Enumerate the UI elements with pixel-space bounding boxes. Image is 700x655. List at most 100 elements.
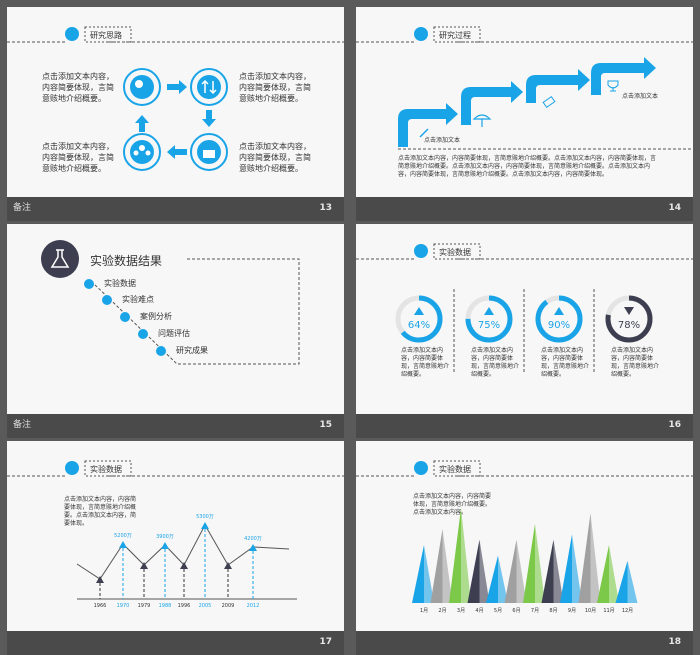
step-label: 点击添加文本 xyxy=(424,137,461,144)
slide-number: 14 xyxy=(668,203,681,213)
x-tick: 7月 xyxy=(531,608,539,614)
list-item: 案例分析 xyxy=(140,312,172,321)
marker xyxy=(224,562,232,569)
bar xyxy=(578,513,591,603)
text-block: 点击添加文本内容，内容简要体现，言简意赅地介绍概要。 xyxy=(42,72,114,103)
gauge-text: 点击添加文本内容，内容简要体现，言简意赅地介绍概要。 xyxy=(541,347,590,379)
triangle-up-icon xyxy=(554,307,564,315)
data-label: 5300万 xyxy=(196,514,214,520)
x-tick: 5月 xyxy=(494,608,502,614)
slide-number: 16 xyxy=(668,420,681,430)
step-label: 点击添加文本 xyxy=(622,93,659,100)
slide-title: 实验数据结果 xyxy=(90,254,163,268)
bar-shade xyxy=(590,513,601,603)
slide-number: 15 xyxy=(319,420,332,430)
arrow-down-icon xyxy=(202,110,216,127)
x-tick: 6月 xyxy=(512,608,520,614)
slide-number: 13 xyxy=(319,203,332,213)
bar-shade xyxy=(516,539,527,603)
bar xyxy=(541,539,554,603)
slide-footer: 备注 13 xyxy=(7,197,344,221)
x-tick: 8月 xyxy=(549,608,557,614)
bar xyxy=(523,523,535,603)
bar-shade xyxy=(609,544,619,603)
data-label: 4200万 xyxy=(244,536,262,542)
body-text: 点击添加文本内容，内容简要体现，言简意赅地介绍概要。点击添加文本内容，内容简要体… xyxy=(398,155,657,179)
trophy-icon xyxy=(607,80,619,92)
x-tick: 9月 xyxy=(568,608,576,614)
gauge-value: 78% xyxy=(618,320,640,331)
bar-shade xyxy=(461,508,471,603)
x-tick: 11月 xyxy=(603,608,614,614)
bar xyxy=(615,560,628,603)
gauge-text: 点击添加文本内容，内容简要体现，言简意赅地介绍概要。 xyxy=(611,347,660,379)
slide-13[interactable]: 研究思路 点击添加文本内容，内容简要体现，言简意赅地介绍概要。 点击添加文本内容… xyxy=(7,7,344,197)
x-tick: 1979 xyxy=(138,603,151,609)
box-icon xyxy=(190,133,228,171)
slide-15[interactable]: 实验数据结果 实验数据 实验难点 案例分析 问题评估 研究成果 xyxy=(7,224,344,414)
gauge-arc xyxy=(605,295,653,343)
bar xyxy=(560,534,572,603)
slide-title: 实验数据 xyxy=(439,248,471,257)
bar-shade xyxy=(498,555,508,603)
series-line xyxy=(76,523,290,580)
slide-title: 研究思路 xyxy=(90,31,122,40)
slide-footer: 17 xyxy=(7,631,344,655)
bar-shade xyxy=(627,560,638,603)
x-tick: 1月 xyxy=(420,608,428,614)
marker xyxy=(249,544,257,551)
slide-title: 实验数据 xyxy=(439,465,471,474)
marker xyxy=(140,562,148,569)
x-tick: 12月 xyxy=(622,608,633,614)
slide-footer: 16 xyxy=(356,414,693,438)
arrow-right-icon xyxy=(167,80,187,94)
bar xyxy=(486,555,498,603)
exchange-icon xyxy=(190,68,228,106)
x-tick: 2012 xyxy=(247,603,260,609)
triangle-up-icon xyxy=(414,307,424,315)
gauge-value: 90% xyxy=(548,320,570,331)
x-tick: 1970 xyxy=(117,603,130,609)
slide-title: 研究过程 xyxy=(439,31,471,40)
x-tick: 2005 xyxy=(199,603,212,609)
bar-shade xyxy=(442,529,453,603)
gauge-arc xyxy=(535,295,583,343)
bar xyxy=(504,539,517,603)
marker xyxy=(161,542,169,549)
bar-shade xyxy=(553,539,564,603)
x-tick: 1996 xyxy=(178,603,191,609)
x-tick: 1988 xyxy=(159,603,172,609)
text-block: 点击添加文本内容，内容简要体现，言简意赅地介绍概要。 xyxy=(239,72,311,103)
note-label: 备注 xyxy=(13,203,32,213)
marker xyxy=(180,562,188,569)
bar-shade xyxy=(572,534,582,603)
flask-icon xyxy=(41,240,79,278)
bar-shade xyxy=(479,539,490,603)
text-block: 点击添加文本内容，内容简要体现，言简意赅地介绍概要。 xyxy=(42,142,114,173)
umbrella-icon xyxy=(472,114,492,127)
arrow-up-icon xyxy=(135,115,149,132)
list-item: 研究成果 xyxy=(176,346,208,355)
bar xyxy=(412,544,424,603)
list-item: 实验数据 xyxy=(104,279,136,288)
list-item: 实验难点 xyxy=(122,295,154,304)
slide-number: 17 xyxy=(319,637,332,647)
slide-footer: 备注 15 xyxy=(7,414,344,438)
gauge-arc xyxy=(395,295,443,343)
arrow-left-icon xyxy=(167,145,187,159)
x-tick: 2009 xyxy=(222,603,235,609)
x-tick: 2月 xyxy=(438,608,446,614)
note-label: 备注 xyxy=(13,420,32,430)
feather-icon xyxy=(419,128,429,138)
gauge-arc xyxy=(465,295,513,343)
slide-16[interactable]: 64%75%90%78% 实验数据 点击添加文本内容，内容简要体现，言简意赅地介… xyxy=(356,224,693,414)
slide-14[interactable]: 研究过程 点击添加文本 点击添加文本 点击添加文本内容，内容简要体现，言简意赅地… xyxy=(356,7,693,197)
triangle-down-icon xyxy=(624,307,634,315)
slide-title: 实验数据 xyxy=(90,465,122,474)
slide-footer: 14 xyxy=(356,197,693,221)
data-label: 3900万 xyxy=(156,534,174,540)
gauge-text: 点击添加文本内容，内容简要体现，言简意赅地介绍概要。 xyxy=(471,347,520,379)
bar-shade xyxy=(535,523,545,603)
